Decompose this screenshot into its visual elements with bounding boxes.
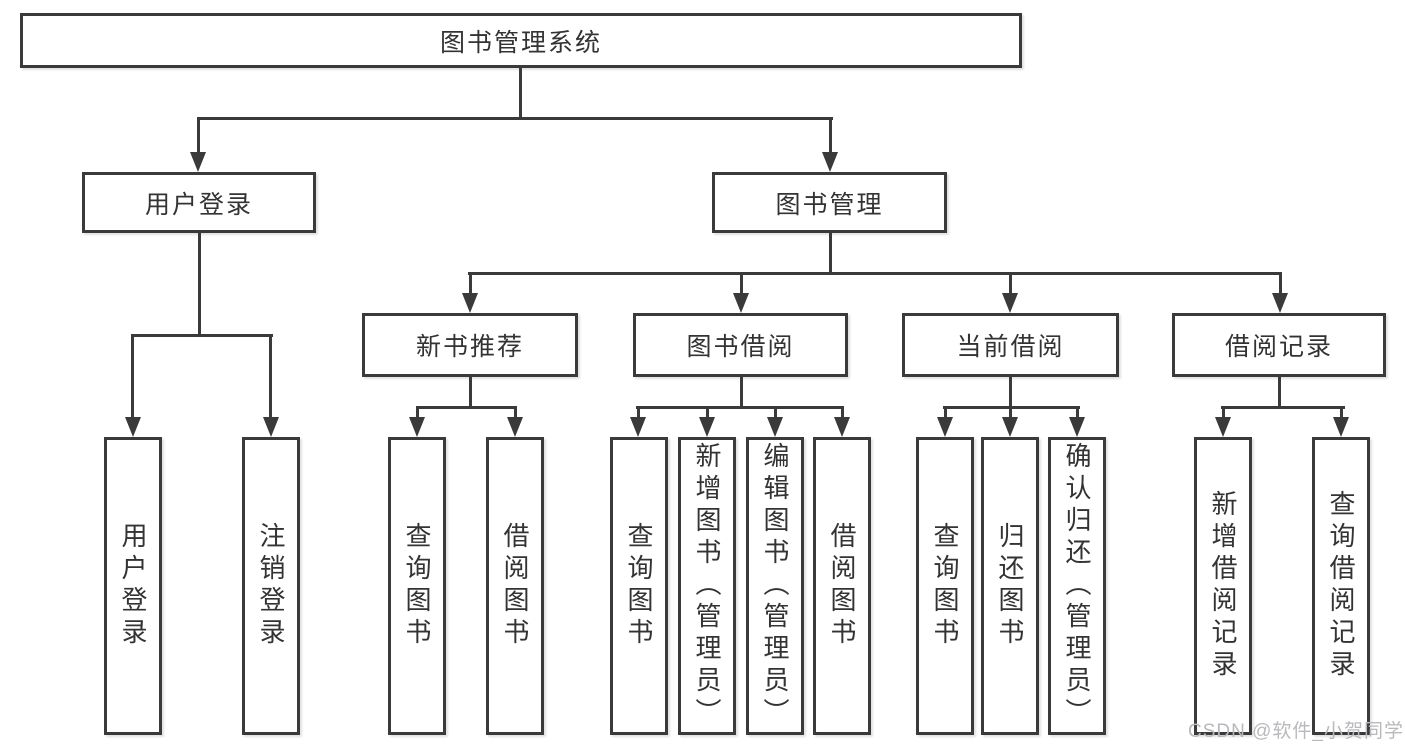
node-root-label: 图书管理系统 [439, 28, 602, 57]
arrowhead-icon [937, 417, 953, 437]
drop-line [637, 408, 640, 418]
node-book-management-label: 图书管理 [775, 190, 884, 219]
leaf-edit-book-admin: 编辑图书（管理员） [746, 437, 804, 735]
arrowhead-icon [1069, 417, 1085, 437]
leaf-logout: 注销登录 [242, 437, 300, 735]
node-current-borrowing-label: 当前借阅 [956, 333, 1065, 361]
leaf-query-books-recommend: 查询图书 [388, 437, 446, 735]
node-borrowing-records: 借阅记录 [1172, 313, 1386, 377]
leaf-add-book-admin-label: 新增图书（管理员） [692, 442, 722, 730]
drop-line [1279, 274, 1282, 294]
branch-bar [131, 334, 273, 337]
leaf-borrow-books-recommend: 借阅图书 [486, 437, 544, 735]
node-current-borrowing: 当前借阅 [902, 313, 1119, 377]
node-new-book-recommendation-label: 新书推荐 [415, 333, 524, 361]
drop-line [1076, 408, 1079, 418]
arrowhead-icon [1002, 293, 1018, 313]
drop-line [1222, 408, 1225, 418]
arrowhead-icon [822, 152, 838, 172]
leaf-user-login-label: 用户登录 [118, 522, 148, 650]
drop-line [416, 408, 419, 418]
leaf-query-books-current-label: 查询图书 [930, 522, 960, 650]
stem-line [198, 233, 201, 337]
leaf-query-books-current: 查询图书 [916, 437, 974, 735]
leaf-query-books-borrowing-label: 查询图书 [624, 522, 654, 650]
branch-bar [468, 272, 1282, 275]
arrowhead-icon [767, 417, 783, 437]
arrowhead-icon [733, 293, 749, 313]
drop-line [740, 274, 743, 294]
node-book-management: 图书管理 [712, 172, 947, 233]
leaf-query-borrow-record-label: 查询借阅记录 [1326, 490, 1356, 682]
drop-line [269, 336, 272, 418]
drop-line [1009, 274, 1012, 294]
drop-line [469, 274, 472, 294]
arrowhead-icon [699, 417, 715, 437]
branch-bar [1221, 406, 1345, 409]
arrowhead-icon [1333, 417, 1349, 437]
arrowhead-icon [630, 417, 646, 437]
leaf-return-books-label: 归还图书 [995, 522, 1025, 650]
drop-line [841, 408, 844, 418]
drop-line [774, 408, 777, 418]
leaf-confirm-return-admin: 确认归还（管理员） [1048, 437, 1106, 735]
leaf-borrow-books-borrowing-label: 借阅图书 [827, 522, 857, 650]
stem-line [1278, 377, 1281, 408]
branch-bar [636, 406, 844, 409]
watermark: CSDN @软件_小贺同学 [1188, 721, 1404, 742]
stem-line [519, 68, 522, 119]
arrowhead-icon [507, 417, 523, 437]
drop-line [131, 336, 134, 418]
arrowhead-icon [263, 417, 279, 437]
arrowhead-icon [1002, 417, 1018, 437]
leaf-add-borrow-record-label: 新增借阅记录 [1208, 490, 1238, 682]
drop-line [1340, 408, 1343, 418]
node-borrowing-records-label: 借阅记录 [1224, 333, 1333, 361]
node-book-borrowing: 图书借阅 [633, 313, 848, 377]
leaf-user-login: 用户登录 [104, 437, 162, 735]
node-new-book-recommendation: 新书推荐 [362, 313, 578, 377]
node-user-login: 用户登录 [82, 172, 316, 233]
drop-line [514, 408, 517, 418]
arrowhead-icon [1272, 293, 1288, 313]
leaf-add-borrow-record: 新增借阅记录 [1194, 437, 1252, 735]
arrowhead-icon [834, 417, 850, 437]
leaf-return-books: 归还图书 [981, 437, 1039, 735]
stem-line [740, 377, 743, 408]
drop-line [1009, 408, 1012, 418]
stem-line [829, 233, 832, 275]
leaf-query-books-borrowing: 查询图书 [610, 437, 668, 735]
leaf-logout-label: 注销登录 [256, 522, 286, 650]
arrowhead-icon [409, 417, 425, 437]
drop-line [197, 119, 200, 153]
node-root: 图书管理系统 [20, 13, 1022, 68]
branch-bar [943, 406, 1080, 409]
drop-line [829, 119, 832, 153]
stem-line [469, 377, 472, 408]
leaf-confirm-return-admin-label: 确认归还（管理员） [1062, 442, 1092, 730]
branch-bar [197, 117, 833, 120]
node-book-borrowing-label: 图书借阅 [686, 333, 795, 361]
arrowhead-icon [125, 417, 141, 437]
drop-line [944, 408, 947, 418]
drop-line [706, 408, 709, 418]
arrowhead-icon [462, 293, 478, 313]
leaf-add-book-admin: 新增图书（管理员） [678, 437, 736, 735]
arrowhead-icon [190, 152, 206, 172]
leaf-borrow-books-recommend-label: 借阅图书 [500, 522, 530, 650]
branch-bar [416, 406, 517, 409]
stem-line [1009, 377, 1012, 408]
leaf-edit-book-admin-label: 编辑图书（管理员） [760, 442, 790, 730]
arrowhead-icon [1215, 417, 1231, 437]
leaf-query-borrow-record: 查询借阅记录 [1312, 437, 1370, 735]
leaf-query-books-recommend-label: 查询图书 [402, 522, 432, 650]
node-user-login-label: 用户登录 [144, 190, 253, 219]
leaf-borrow-books-borrowing: 借阅图书 [813, 437, 871, 735]
